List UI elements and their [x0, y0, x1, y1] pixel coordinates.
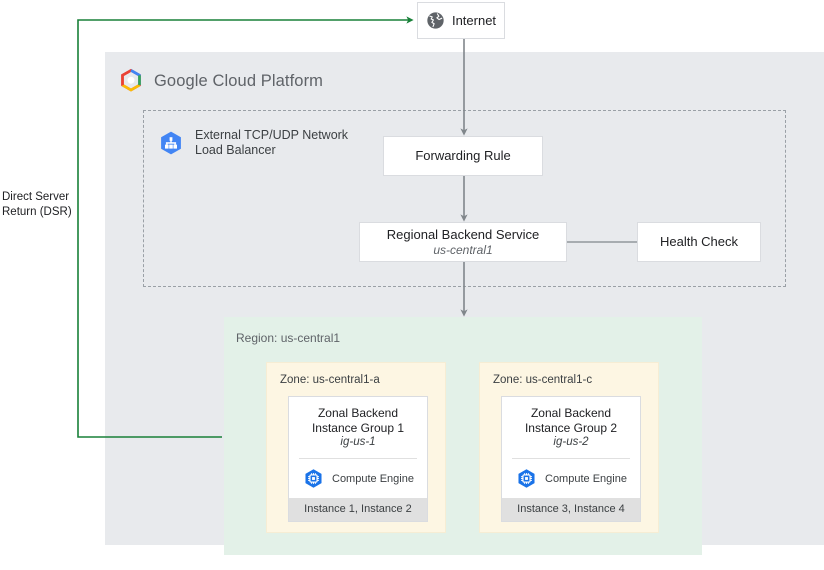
- gcp-title: Google Cloud Platform: [154, 71, 324, 90]
- instance-group-1-name: ig-us-1: [340, 436, 376, 448]
- instance-group-2-name: ig-us-2: [553, 436, 589, 448]
- health-check-node[interactable]: Health Check: [637, 222, 761, 262]
- compute-engine-icon: [516, 468, 537, 489]
- instance-group-2-title-line1: Zonal Backend: [530, 406, 612, 420]
- instance-group-1-title-line1: Zonal Backend: [317, 406, 399, 420]
- load-balancer-label-line1: External TCP/UDP Network: [195, 128, 349, 142]
- zone-label-us-central1-a: Zone: us-central1-a: [280, 374, 380, 386]
- instance-group-1-engine-row: Compute Engine: [289, 459, 427, 498]
- backend-service-region: us-central1: [433, 242, 493, 257]
- instance-group-1-divider: [299, 458, 417, 459]
- zone-label-us-central1-c: Zone: us-central1-c: [493, 374, 593, 386]
- load-balancer-label: External TCP/UDP Network Load Balancer: [195, 128, 348, 158]
- instance-group-card-1[interactable]: Zonal Backend Instance Group 1 ig-us-1: [288, 396, 428, 522]
- zone-panel-us-central1-c: Zone: us-central1-c Zonal Backend Instan…: [479, 362, 659, 533]
- instance-group-card-2[interactable]: Zonal Backend Instance Group 2 ig-us-2: [501, 396, 641, 522]
- backend-service-node[interactable]: Regional Backend Service us-central1: [359, 222, 567, 262]
- region-label: Region: us-central1: [236, 331, 341, 345]
- dsr-label: Direct Server Return (DSR): [2, 190, 82, 219]
- instance-group-2-title-line2: Instance Group 2: [524, 420, 618, 435]
- zone-panel-us-central1-a: Zone: us-central1-a Zonal Backend Instan…: [266, 362, 446, 533]
- gcp-header: Google Cloud Platform: [118, 66, 323, 96]
- load-balancer-badge: External TCP/UDP Network Load Balancer: [158, 128, 368, 158]
- internet-label: Internet: [451, 13, 497, 28]
- globe-icon: [426, 11, 445, 30]
- instance-group-1-title-line2: Instance Group 1: [311, 420, 405, 435]
- forwarding-rule-label: Forwarding Rule: [415, 148, 511, 163]
- internet-node[interactable]: Internet: [417, 2, 505, 39]
- instance-group-2-instances: Instance 3, Instance 4: [502, 498, 640, 521]
- network-load-balancer-icon: [158, 130, 184, 156]
- load-balancer-label-line2: Load Balancer: [195, 143, 276, 157]
- backend-service-label: Regional Backend Service: [386, 226, 540, 242]
- forwarding-rule-node[interactable]: Forwarding Rule: [383, 136, 543, 176]
- instance-group-2-title: Zonal Backend Instance Group 2: [508, 406, 634, 435]
- google-cloud-logo-icon: [118, 68, 144, 94]
- health-check-label: Health Check: [659, 234, 739, 249]
- instance-group-2-engine-label: Compute Engine: [545, 472, 627, 485]
- instance-group-1-title: Zonal Backend Instance Group 1: [295, 406, 421, 435]
- instance-group-2-engine-row: Compute Engine: [502, 459, 640, 498]
- instance-group-1-engine-label: Compute Engine: [332, 472, 414, 485]
- instance-group-1-instances: Instance 1, Instance 2: [289, 498, 427, 521]
- instance-group-1-header: Zonal Backend Instance Group 1 ig-us-1: [289, 397, 427, 458]
- dsr-label-line2: Return (DSR): [2, 205, 72, 218]
- dsr-label-line1: Direct Server: [2, 191, 70, 203]
- compute-engine-icon: [303, 468, 324, 489]
- instance-group-2-header: Zonal Backend Instance Group 2 ig-us-2: [502, 397, 640, 458]
- instance-group-2-divider: [512, 458, 630, 459]
